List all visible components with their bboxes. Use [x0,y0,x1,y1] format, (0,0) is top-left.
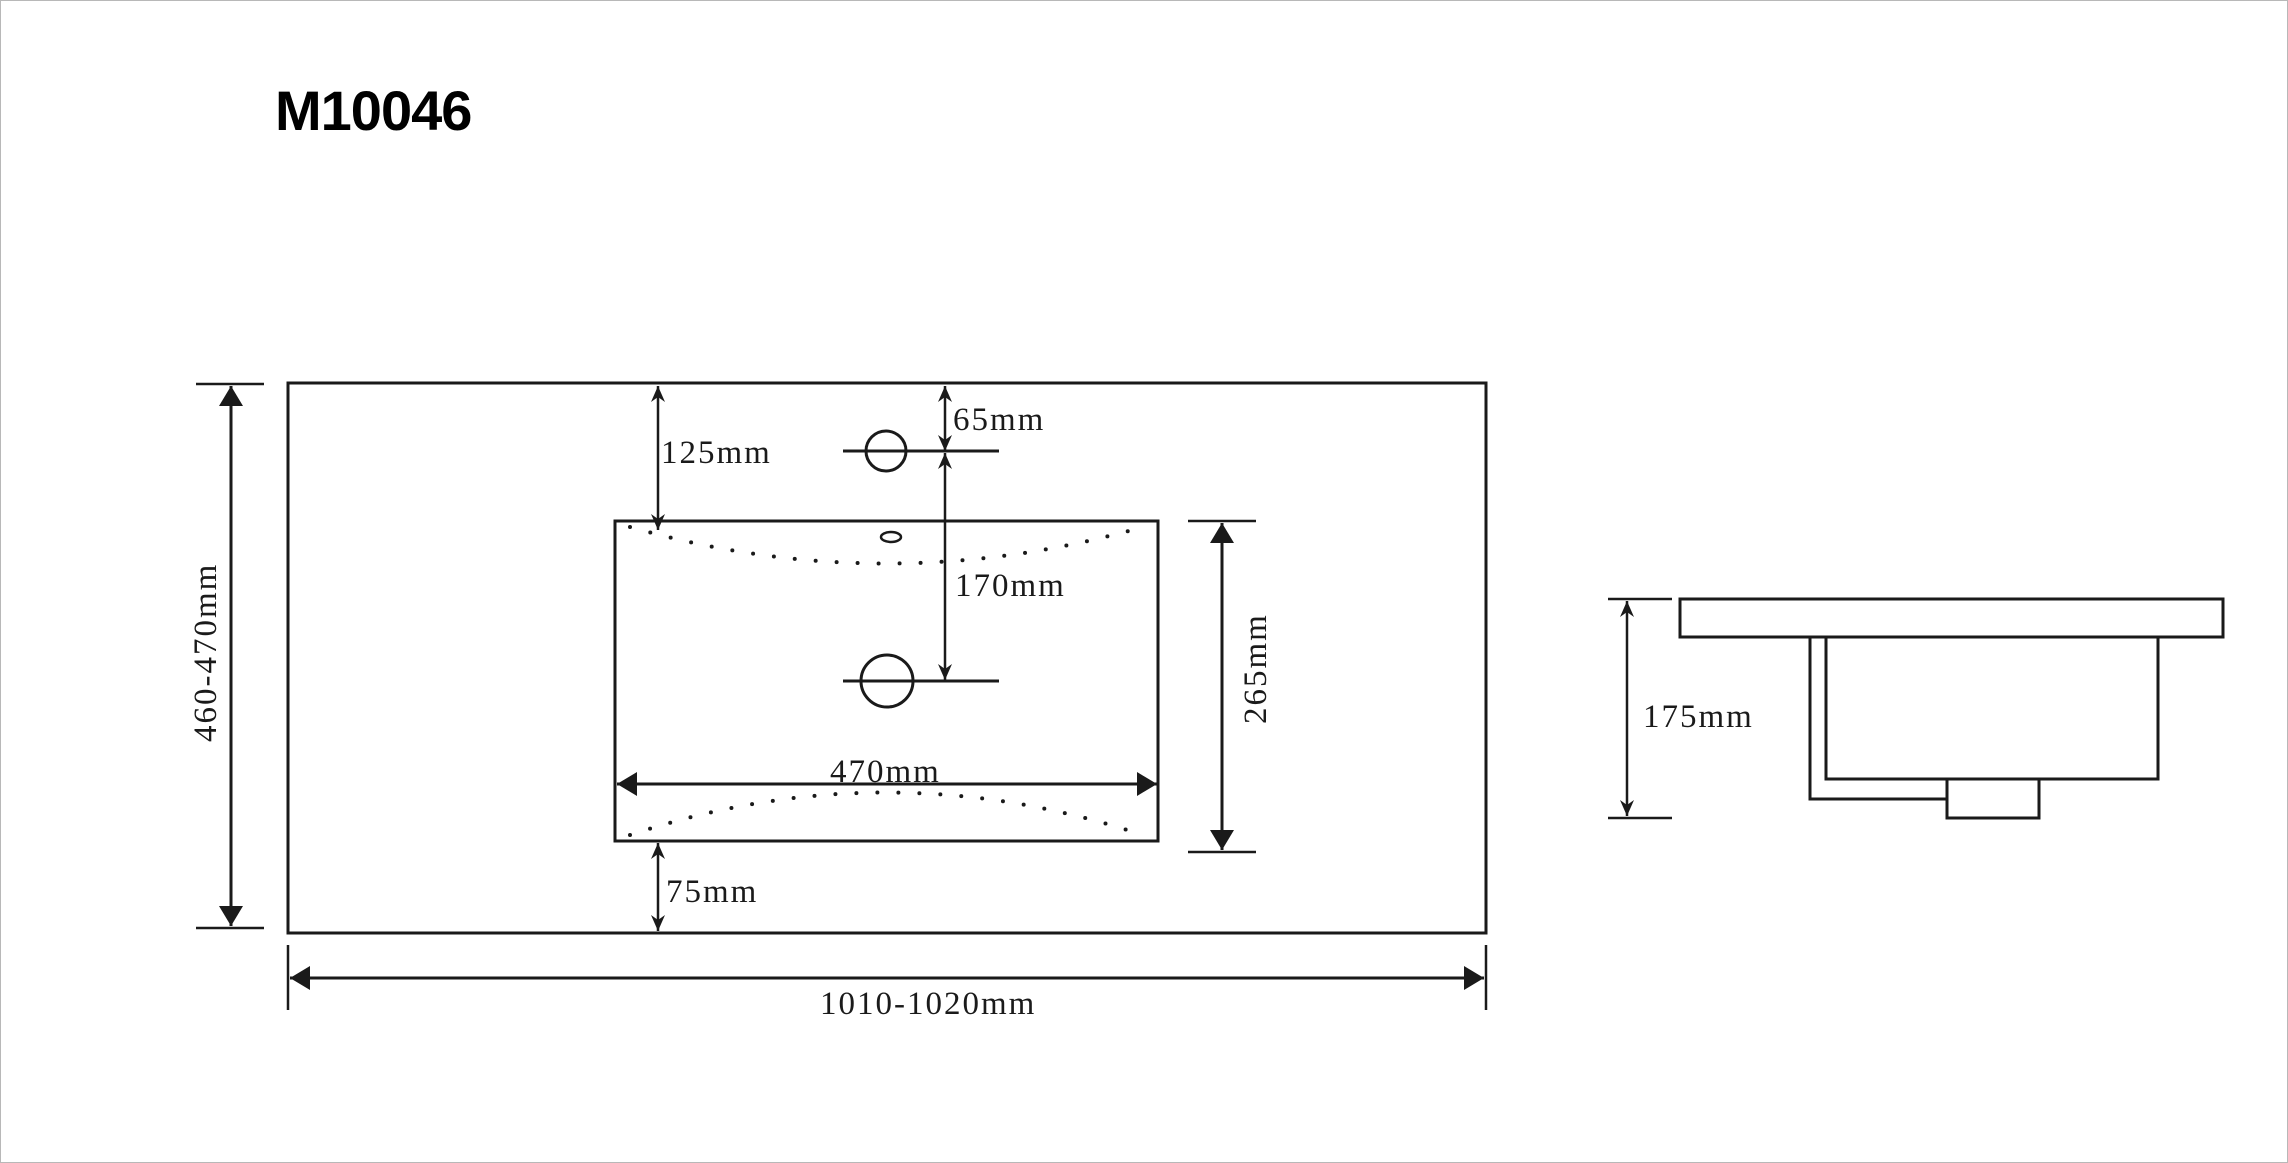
dim-label-125: 125mm [661,435,772,471]
side-drain-housing [1945,777,2041,820]
dim-label-65: 65mm [953,402,1045,438]
dim-label-170: 170mm [955,568,1066,604]
dim-label-width: 1010-1020mm [820,986,1036,1022]
side-basin-outer [1808,637,1947,801]
dim-label-265: 265mm [1238,613,1274,724]
model-title: M10046 [275,79,472,142]
side-countertop-slab [1678,597,2225,639]
dim-label-175: 175mm [1643,699,1754,735]
dim-label-470: 470mm [830,754,941,790]
dim-label-75: 75mm [666,874,758,910]
basin-outline [613,519,1160,843]
basin-front-curve [628,790,1145,837]
side-basin-inner [1824,635,2160,781]
overflow-hole [879,530,903,544]
countertop-outline [286,381,1488,935]
dim-label-depth: 460-470mm [188,563,224,742]
